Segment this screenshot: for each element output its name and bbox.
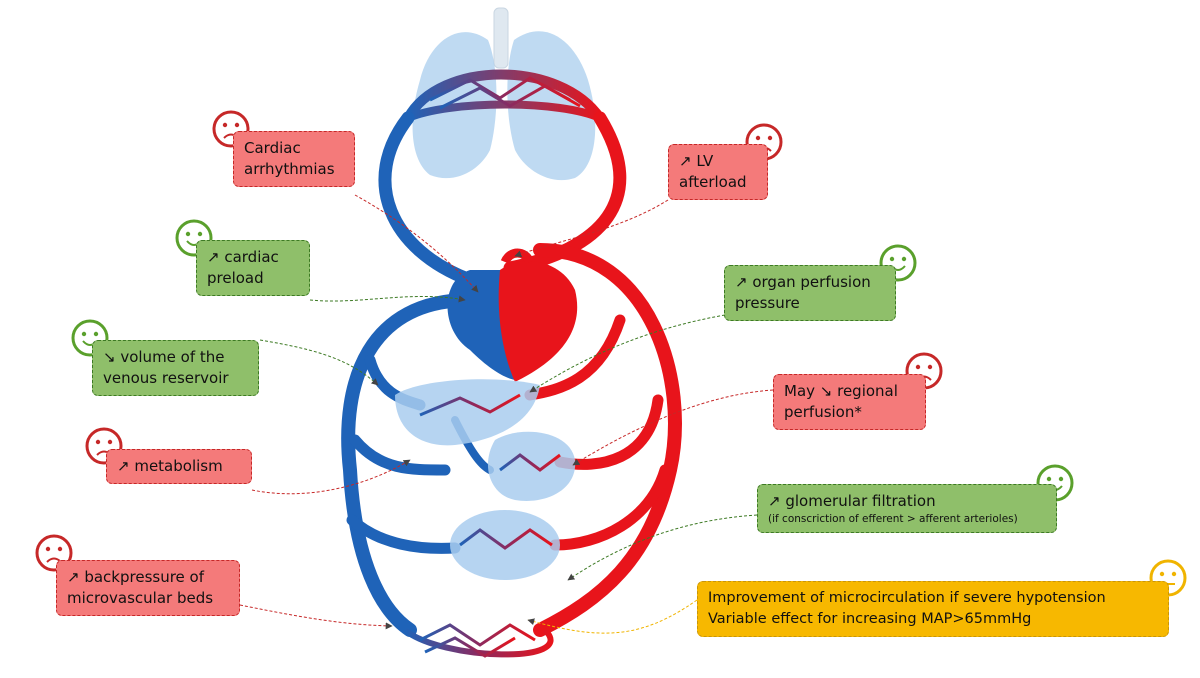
- vein-kidney: [346, 514, 461, 554]
- pulmonary-vein: [503, 111, 627, 275]
- label-venous-reservoir: ↘ volume of the venous reservoir: [92, 340, 259, 396]
- vessels: [341, 111, 682, 637]
- label-lv-afterload: ↗ LV afterload: [668, 144, 768, 200]
- trachea: [493, 7, 509, 69]
- label-backpressure: ↗ backpressure of microvascular beds: [56, 560, 240, 616]
- pulmonary-artery: [378, 111, 477, 287]
- artery-gut: [554, 394, 664, 470]
- heart-left-side: [498, 261, 578, 382]
- label-glomerular-filtration: ↗ glomerular filtration (if conscriction…: [757, 484, 1057, 533]
- vein-gut: [349, 434, 451, 476]
- label-microcirculation: Improvement of microcirculation if sever…: [697, 581, 1169, 637]
- microvascular-bed: [403, 623, 554, 658]
- kidneys: [450, 510, 560, 580]
- face-cardiac-arrhythmias: [212, 110, 250, 148]
- aorta: [533, 243, 682, 637]
- heart: [447, 248, 578, 382]
- label-organ-perfusion: ↗ organ perfusion pressure: [724, 265, 896, 321]
- vena-cava: [341, 293, 477, 637]
- artery-kidney: [549, 464, 671, 551]
- label-regional-perfusion: May ↘ regional perfusion*: [773, 374, 926, 430]
- label-metabolism: ↗ metabolism: [106, 449, 252, 484]
- liver: [395, 379, 540, 446]
- artery-liver: [524, 314, 626, 401]
- pulmonary-capillaries: [403, 69, 605, 122]
- connectors: [239, 194, 774, 634]
- label-cardiac-arrhythmias: Cardiac arrhythmias: [233, 131, 355, 187]
- label-cardiac-preload: ↗ cardiac preload: [196, 240, 310, 296]
- gut: [487, 431, 576, 501]
